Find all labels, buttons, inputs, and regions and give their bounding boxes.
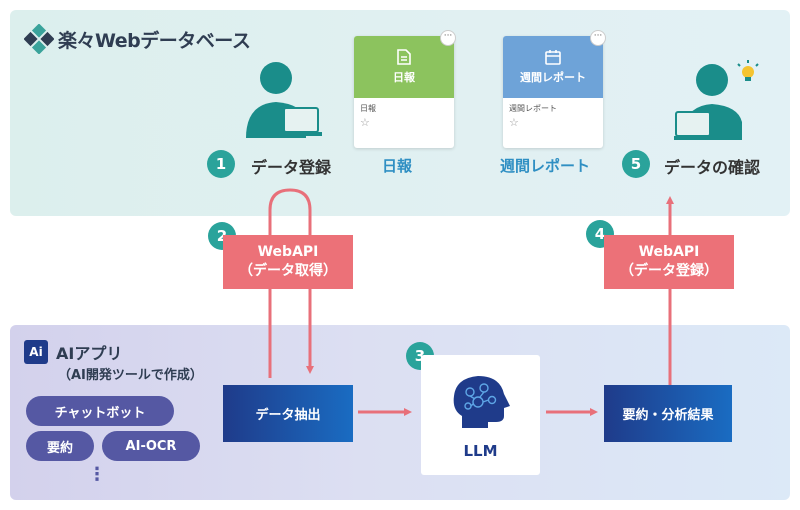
card-daily-sub: 日報 — [360, 104, 376, 113]
summary-result-box: 要約・分析結果 — [604, 385, 732, 442]
llm-box: LLM — [421, 355, 540, 475]
webapi-get-box: WebAPI （データ取得） — [223, 235, 353, 289]
pill-chatbot[interactable]: チャットボット — [26, 396, 174, 426]
card-daily-more-button[interactable]: ··· — [440, 30, 456, 46]
card-weekly-header: 週間レポート — [503, 36, 603, 98]
loop-arrow — [268, 188, 314, 378]
card-weekly-title: 週間レポート — [520, 71, 586, 84]
card-daily-caption: 日報 — [382, 157, 413, 175]
more-ellipsis: ⋮ — [88, 464, 106, 485]
lightbulb-icon — [737, 60, 759, 81]
webapi-post-line2: （データ登録） — [620, 263, 718, 279]
document-icon — [397, 49, 411, 65]
step-5-label: データの確認 — [664, 158, 761, 177]
step-5-badge: 5 — [622, 150, 650, 178]
card-weekly-more-button[interactable]: ··· — [590, 30, 606, 46]
brand-name: 楽々Webデータベース — [58, 29, 251, 52]
webapi-post-box: WebAPI （データ登録） — [604, 235, 734, 289]
card-weekly-caption: 週間レポート — [500, 157, 591, 175]
brand-logo: 楽々Webデータベース — [24, 24, 251, 54]
pill-ai-ocr[interactable]: AI-OCR — [102, 431, 200, 461]
data-extract-box: データ抽出 — [223, 385, 353, 442]
card-weekly-sub: 週間レポート — [509, 104, 557, 113]
brand-diamond-icon — [24, 24, 54, 54]
ai-app-subtitle: （AI開発ツールで作成） — [58, 368, 203, 383]
person-input-icon — [246, 62, 322, 138]
card-daily-header: 日報 — [354, 36, 454, 98]
step-1-badge: 1 — [207, 150, 235, 178]
brain-head-icon — [453, 376, 510, 428]
card-weekly-report[interactable]: 週間レポート 週間レポート ☆ — [503, 36, 603, 148]
webapi-post-line1: WebAPI — [638, 244, 700, 261]
star-icon[interactable]: ☆ — [360, 116, 370, 129]
ai-app-title: AIアプリ — [56, 344, 123, 363]
webapi-get-line2: （データ取得） — [239, 263, 337, 279]
card-daily-title: 日報 — [393, 71, 415, 84]
star-icon[interactable]: ☆ — [509, 116, 519, 129]
ai-app-icon: Ai — [24, 340, 48, 364]
card-daily-report[interactable]: 日報 日報 ☆ — [354, 36, 454, 148]
person-check-icon — [674, 60, 759, 140]
pill-summary[interactable]: 要約 — [26, 431, 94, 461]
calendar-icon — [545, 50, 561, 65]
llm-label: LLM — [463, 442, 498, 460]
step-1-label: データ登録 — [251, 158, 332, 177]
webapi-get-line1: WebAPI — [257, 244, 319, 261]
